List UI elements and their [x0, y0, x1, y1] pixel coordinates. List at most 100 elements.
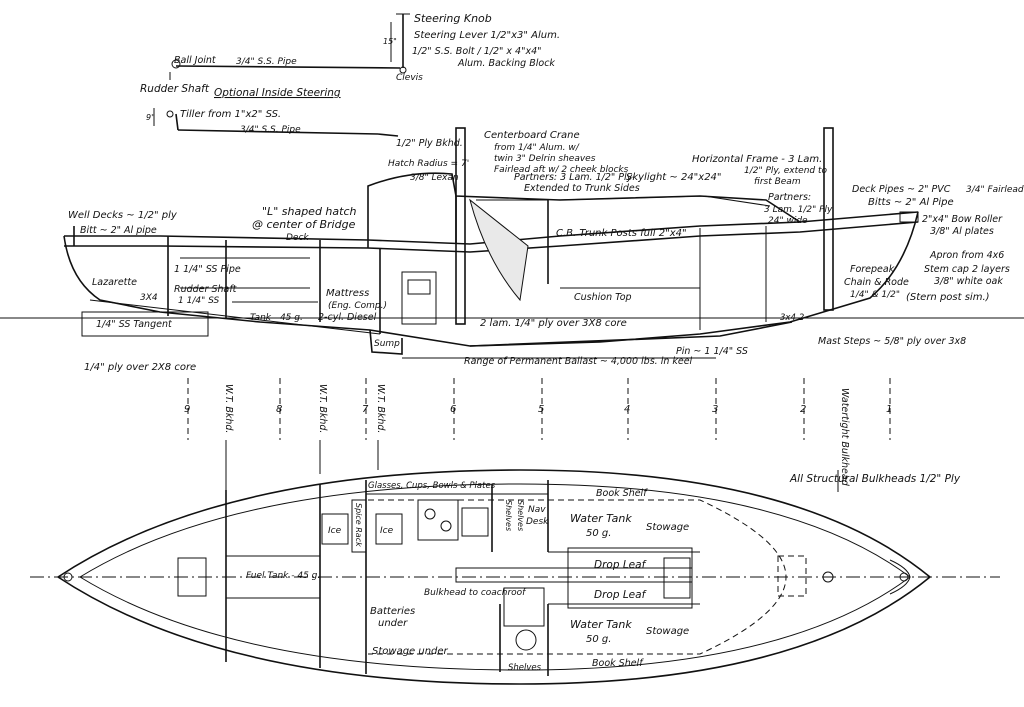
label-book-shelf-top: Book Shelf	[596, 488, 648, 499]
label-horiz-frame-2: 1/2" Ply, extend to	[744, 166, 827, 176]
rudder-tangent-box	[81, 311, 209, 337]
tiller-pivot	[166, 110, 174, 118]
forward-hatch	[777, 555, 807, 597]
burner-2	[440, 520, 452, 532]
foremast-plan	[822, 571, 834, 583]
label-ice-2: Ice	[380, 526, 394, 536]
label-stowage-top: Stowage	[646, 522, 689, 533]
label-steering-lever: Steering Lever 1/2"x3" Alum.	[414, 30, 560, 41]
label-spice-rack: Spice Rack	[354, 503, 363, 547]
label-fairlead: 3/4" Fairlead	[966, 185, 1024, 195]
label-skylight: Skylight ~ 24"x24"	[626, 172, 722, 183]
bow-fitting	[899, 572, 909, 582]
sink	[461, 507, 489, 537]
station-number: 2	[800, 404, 806, 415]
label-apron: Apron from 4x6	[929, 250, 1004, 261]
label-nav-desk-2: Desk	[526, 517, 549, 527]
hull-bottom	[63, 211, 919, 347]
label-wt-bkhd-3: W.T. Bkhd.	[375, 384, 386, 433]
station-number: 1	[886, 404, 892, 415]
tiller-end	[377, 133, 399, 137]
label-mattress: Mattress	[326, 288, 369, 299]
label-batteries-1: Batteries	[370, 606, 415, 617]
station-number: 5	[538, 404, 544, 415]
companion-door	[401, 271, 437, 325]
label-ss-pipe-rudder: 1 1/4" SS Pipe	[174, 264, 241, 275]
label-partners-3: 24" wide	[768, 216, 808, 226]
label-ply-over-core: 1/4" ply over 2X8 core	[84, 362, 196, 373]
label-l-hatch-2: @ center of Bridge	[252, 218, 356, 231]
label-ball-joint: Ball Joint	[174, 55, 217, 66]
label-tank: Tank - 45 g.	[250, 313, 303, 323]
label-three-x-four: 3X4	[140, 293, 158, 303]
label-glasses: Glasses, Cups, Bowls & Plates	[368, 481, 496, 491]
bow-roller	[899, 211, 919, 223]
label-ballast: Range of Permanent Ballast ~ 4,000 lbs. …	[464, 356, 693, 367]
icebox-2	[375, 513, 403, 545]
label-book-shelf-bottom: Book Shelf	[592, 658, 644, 669]
label-rudder-shaft: Rudder Shaft	[174, 284, 238, 295]
head-grate	[503, 587, 545, 627]
label-alum-backing: Alum. Backing Block	[457, 58, 555, 69]
label-engine-1: (Eng. Comp.)	[328, 301, 387, 311]
ss-pipe-line-bottom	[177, 129, 379, 135]
label-cb-crane-4: Fairlead aft w/ 2 cheek blocks	[494, 165, 629, 175]
label-water-tank-bottom-size: 50 g.	[586, 634, 611, 645]
label-clevis: Clevis	[396, 73, 423, 83]
label-batteries-2: under	[378, 618, 408, 629]
station-lines: 9 8 7 6 5 4 3 2 1 W.T. Bkhd. W.T. Bkhd. …	[184, 378, 961, 500]
station-number: 6	[450, 404, 456, 415]
table-centerboard-trunk	[455, 567, 693, 583]
label-tiller: Tiller from 1"x2" SS.	[180, 109, 281, 120]
aft-hatch	[177, 557, 207, 597]
head-toilet	[515, 629, 537, 651]
label-nine-in: 9"	[146, 113, 155, 122]
label-stem-cap-1: Stem cap 2 layers	[924, 264, 1010, 275]
station-number: 8	[276, 404, 282, 415]
label-chain-rode: Chain & Rode	[844, 277, 909, 288]
label-l-hatch-1: "L" shaped hatch	[262, 205, 356, 218]
label-ss-tangent: 1/4" SS Tangent	[96, 319, 173, 330]
label-cb-crane-3: twin 3" Delrin sheaves	[494, 154, 596, 164]
station-number: 3	[712, 404, 718, 415]
label-engine-2: 2-cyl. Diesel	[318, 312, 377, 323]
fore-mast	[823, 127, 834, 311]
label-pin: Pin ~ 1 1/4" SS	[676, 346, 748, 357]
label-lexan: 3/8" Lexan	[410, 173, 459, 183]
mast-partner-box	[663, 557, 691, 599]
label-rudder-shaft-size: 1 1/4" SS	[178, 296, 219, 306]
label-shelves-bottom: Shelves	[508, 663, 542, 673]
station-number: 7	[362, 404, 369, 415]
label-shelves-1: Shelves	[504, 500, 513, 531]
burner-1	[424, 508, 436, 520]
label-shelves-2: Shelves	[516, 500, 525, 531]
label-al-plates: 3/8" Al plates	[930, 226, 994, 237]
label-bitt-aft: Bitt ~ 2" Al pipe	[80, 225, 157, 236]
label-ply-bkhd: 1/2" Ply Bkhd.	[396, 138, 463, 149]
door-window	[407, 279, 431, 295]
label-sump: Sump	[374, 339, 400, 349]
label-stowage-bottom: Stowage	[646, 626, 689, 637]
label-three-x-two: 3x4-2	[780, 313, 804, 323]
label-forepeak: Forepeak	[850, 264, 895, 275]
clevis-mark	[399, 66, 407, 74]
label-horiz-frame-1: Horizontal Frame - 3 Lam.	[692, 154, 822, 165]
stern-fitting	[63, 572, 73, 582]
label-bitts-fwd: Bitts ~ 2" Al Pipe	[868, 197, 954, 208]
icebox-1	[321, 513, 349, 545]
label-water-tank-top: Water Tank	[570, 512, 632, 525]
label-partners-2: 3 Lam. 1/2" Ply	[764, 205, 833, 215]
centerboard	[469, 198, 529, 302]
label-bulkhead-coachroof: Bulkhead to coachroof	[424, 588, 527, 598]
label-water-tank-bottom: Water Tank	[570, 618, 632, 631]
label-ss-pipe-bottom: 3/4" S.S. Pipe	[240, 125, 301, 135]
label-drop-leaf-2: Drop Leaf	[594, 589, 648, 601]
label-steering-knob: Steering Knob	[414, 12, 492, 25]
label-stowage-under: Stowage under	[372, 646, 449, 657]
label-nav-desk-1: Nav	[528, 505, 546, 515]
skylight-line	[555, 195, 771, 207]
drop-leaf-table	[567, 547, 693, 609]
label-ice-1: Ice	[328, 526, 342, 536]
